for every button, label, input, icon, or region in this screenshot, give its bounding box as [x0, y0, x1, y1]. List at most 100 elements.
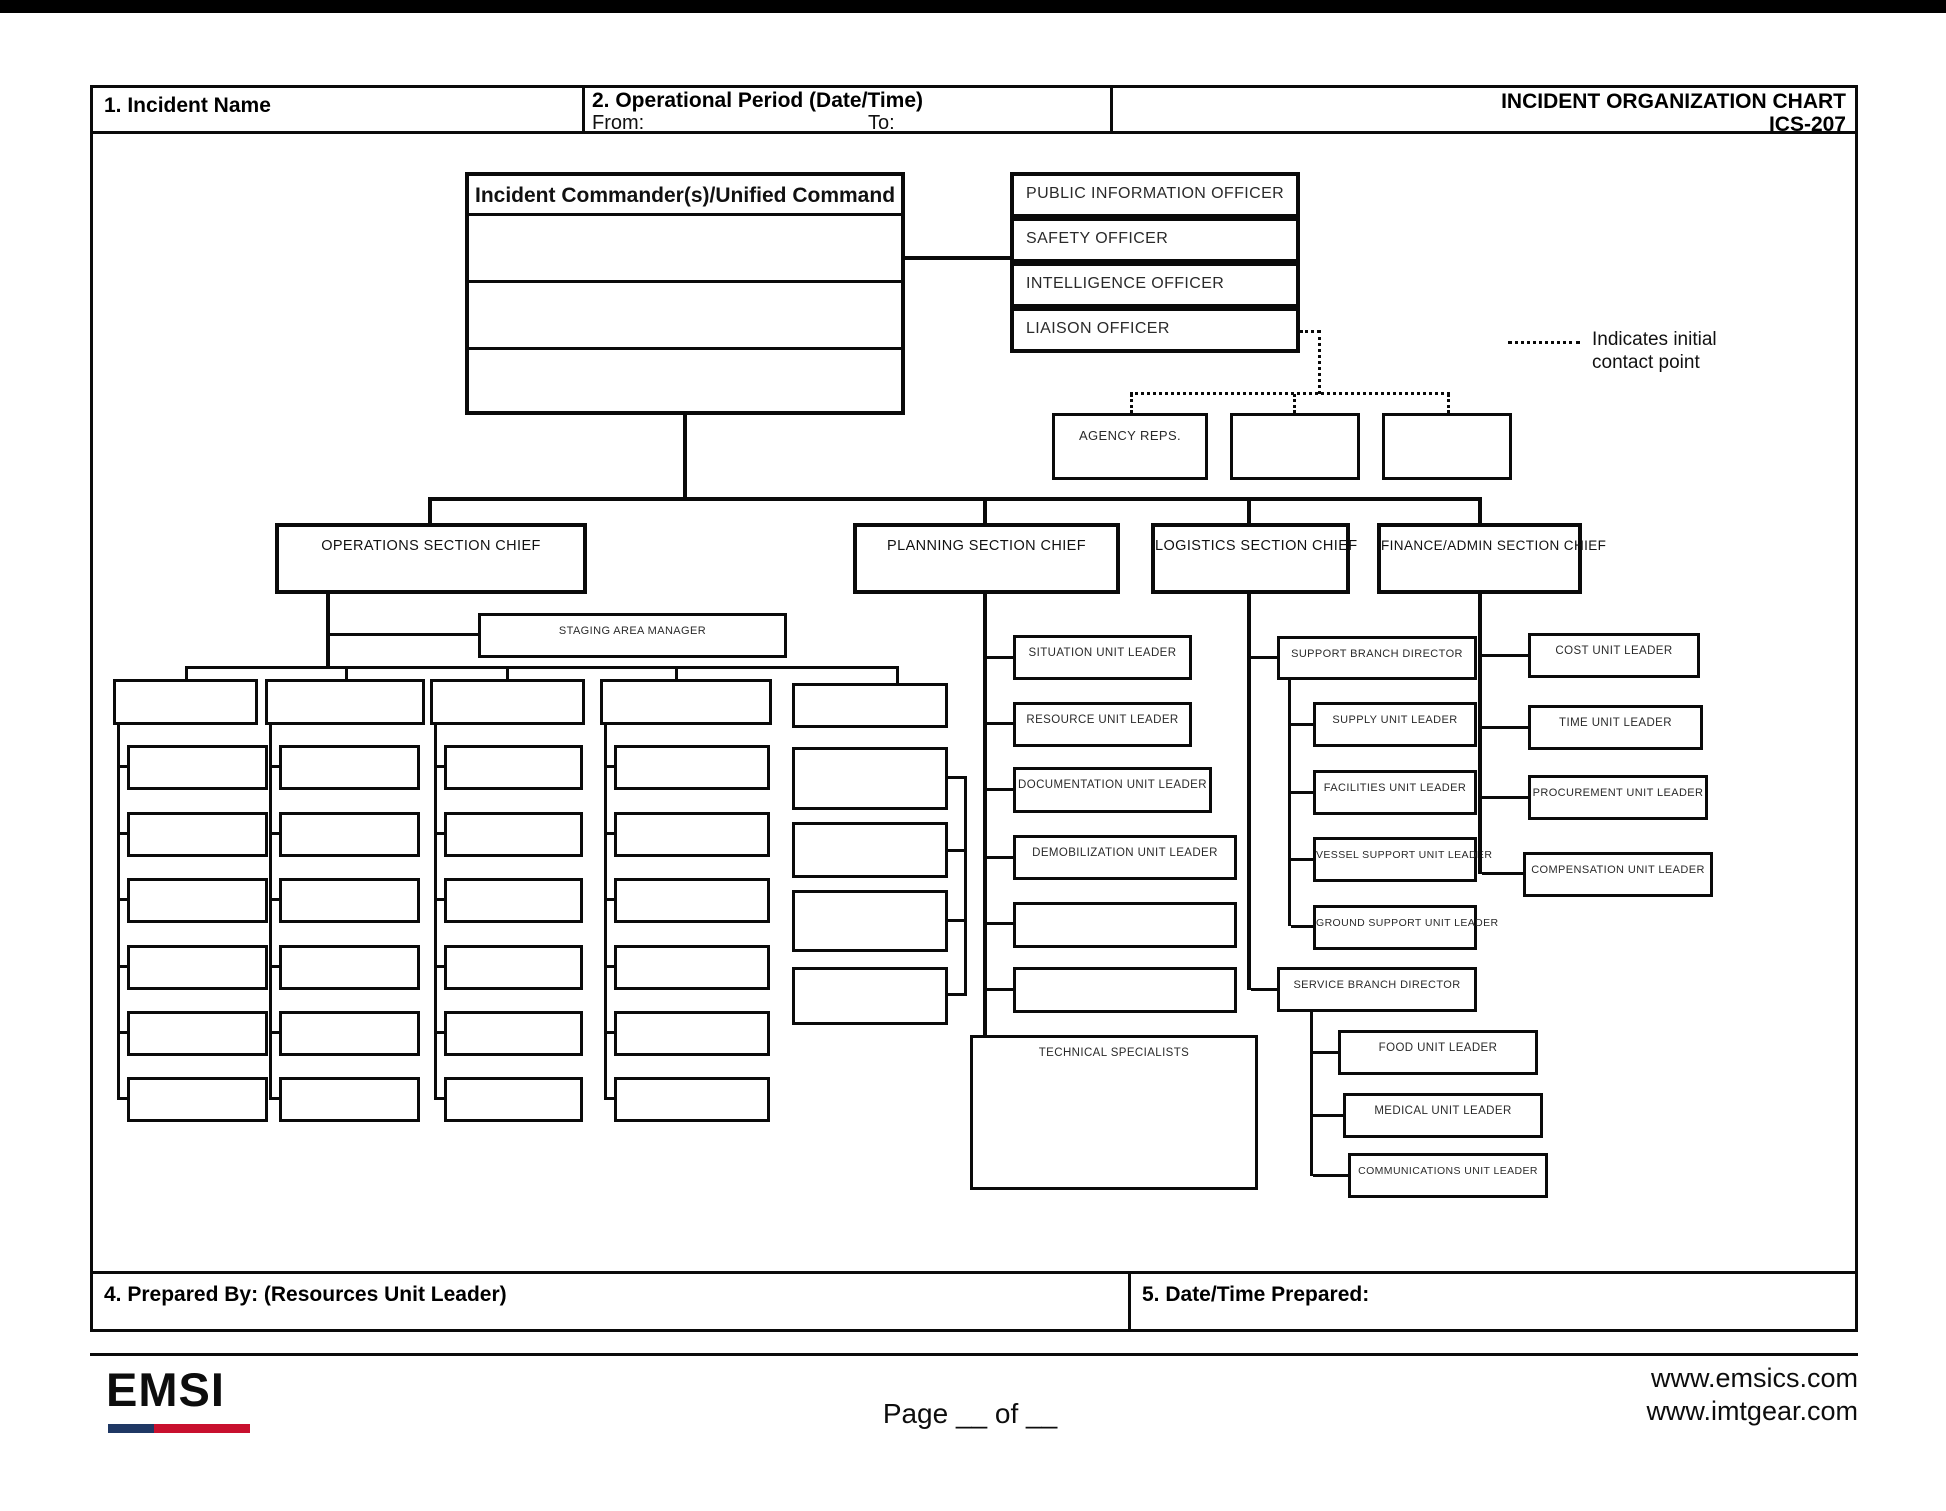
support-branch-stub	[1251, 656, 1277, 659]
to-label: To:	[868, 112, 895, 134]
ops-resource-box	[614, 812, 770, 857]
staging-stub	[330, 633, 478, 636]
header-divider	[90, 131, 1858, 134]
drop-finance	[1478, 497, 1482, 523]
ops-drop-2	[345, 666, 348, 679]
time-stub	[1482, 726, 1528, 729]
ops-resource-box	[444, 1011, 583, 1056]
ops-col3-stub-2	[434, 832, 444, 835]
dotted-drop-agency-3	[1447, 394, 1450, 413]
service-sub-vertical	[1310, 1012, 1313, 1176]
public-information-officer-label: PUBLIC INFORMATION OFFICER	[1026, 185, 1285, 202]
ops-col4-stub-3	[604, 898, 614, 901]
facilities-stub	[1291, 791, 1313, 794]
ops-resource-box	[127, 812, 268, 857]
ops-col1-stub-3	[117, 898, 127, 901]
footer-websites: www.emsics.com www.imtgear.com	[1400, 1362, 1858, 1428]
technical-specialists-box: TECHNICAL SPECIALISTS	[970, 1035, 1258, 1190]
ground-support-unit-box: GROUND SUPPORT UNIT LEADER	[1313, 905, 1499, 950]
incident-commander-box: Incident Commander(s)/Unified Command	[465, 172, 905, 415]
ops-resource-box	[279, 945, 420, 990]
support-branch-label: SUPPORT BRANCH DIRECTOR	[1291, 648, 1463, 660]
ops-resource-box	[127, 745, 268, 790]
incident-name-label: 1. Incident Name	[104, 94, 271, 117]
ops-resource-box	[614, 878, 770, 923]
legend-line-1: Indicates initial	[1592, 329, 1717, 350]
command-bus	[428, 497, 1482, 501]
service-branch-label: SERVICE BRANCH DIRECTOR	[1293, 979, 1461, 991]
situation-unit-box: SITUATION UNIT LEADER	[1013, 635, 1192, 680]
ops-col4-vertical	[604, 725, 607, 1100]
ground-support-unit-label: GROUND SUPPORT UNIT LEADER	[1316, 917, 1499, 929]
ops-col4-stub-2	[604, 832, 614, 835]
staging-area-manager-label: STAGING AREA MANAGER	[558, 625, 707, 637]
ops-col1-vertical	[117, 725, 120, 1100]
ops-col5-stub-2	[946, 849, 964, 852]
medical-stub	[1313, 1114, 1343, 1117]
demobilization-unit-box: DEMOBILIZATION UNIT LEADER	[1013, 835, 1237, 880]
dotted-drop-agency-2	[1293, 394, 1296, 413]
safety-officer-label: SAFETY OFFICER	[1026, 230, 1169, 247]
ops-division-header-1	[113, 679, 258, 725]
ops-resource-box	[444, 745, 583, 790]
ops-resource-box	[792, 967, 948, 1025]
finance-chief-label: FINANCE/ADMIN SECTION CHIEF	[1381, 538, 1607, 553]
ops-resource-box	[614, 1011, 770, 1056]
staging-area-manager-box: STAGING AREA MANAGER	[478, 613, 787, 658]
ic-officers-connector	[905, 256, 1010, 260]
legend-text: Indicates initial contact point	[1592, 328, 1717, 374]
planning-stub-2	[987, 722, 1013, 725]
from-label: From:	[592, 112, 645, 134]
ops-col2-vertical	[269, 725, 272, 1100]
resource-unit-box: RESOURCE UNIT LEADER	[1013, 702, 1192, 747]
ops-col1-stub-5	[117, 1031, 127, 1034]
emsi-logo-text: EMSI	[106, 1363, 225, 1416]
header-cell-divider-1	[582, 85, 585, 134]
ops-resource-box	[127, 878, 268, 923]
ops-division-header-2	[265, 679, 425, 725]
time-unit-box: TIME UNIT LEADER	[1528, 705, 1703, 750]
ops-resource-box	[127, 1077, 268, 1122]
legend-line-2: contact point	[1592, 352, 1700, 373]
ops-col5-stub-4	[946, 993, 964, 996]
ops-col2-stub-5	[269, 1031, 279, 1034]
medical-unit-box: MEDICAL UNIT LEADER	[1343, 1093, 1543, 1138]
header-cell-divider-2	[1110, 85, 1113, 134]
ops-resource-box	[279, 745, 420, 790]
ops-resource-box	[444, 945, 583, 990]
safety-officer-box: SAFETY OFFICER	[1010, 217, 1300, 263]
documentation-unit-box: DOCUMENTATION UNIT LEADER	[1013, 767, 1212, 813]
logistics-vertical	[1247, 594, 1251, 990]
ops-col5-vertical	[964, 776, 967, 996]
agency-blank-box-1	[1230, 413, 1360, 480]
ops-col3-stub-6	[434, 1097, 444, 1100]
page-of-label: Page __ of __	[882, 1398, 1058, 1429]
command-vertical	[683, 415, 687, 497]
demobilization-unit-label: DEMOBILIZATION UNIT LEADER	[1032, 847, 1218, 859]
emsi-logo: EMSI	[106, 1362, 225, 1417]
ground-stub	[1291, 925, 1313, 928]
communications-unit-label: COMMUNICATIONS UNIT LEADER	[1358, 1165, 1538, 1177]
footer-strip-divider	[90, 1271, 1858, 1274]
website-imtgear: www.imtgear.com	[1646, 1396, 1858, 1426]
footer-rule	[90, 1353, 1858, 1356]
drop-logistics	[1247, 497, 1251, 523]
website-emsics: www.emsics.com	[1650, 1363, 1858, 1393]
intelligence-officer-box: INTELLIGENCE OFFICER	[1010, 262, 1300, 308]
ops-resource-box	[444, 812, 583, 857]
food-stub	[1313, 1051, 1338, 1054]
operations-vertical	[326, 594, 330, 668]
compensation-unit-label: COMPENSATION UNIT LEADER	[1531, 864, 1705, 876]
planning-blank-unit-box-2	[1013, 967, 1237, 1013]
planning-stub-3	[987, 788, 1013, 791]
ops-col4-stub-5	[604, 1031, 614, 1034]
legend-dotted-sample	[1508, 341, 1580, 344]
supply-unit-box: SUPPLY UNIT LEADER	[1313, 702, 1477, 747]
ops-col2-stub-3	[269, 898, 279, 901]
medical-unit-label: MEDICAL UNIT LEADER	[1374, 1105, 1512, 1117]
ops-col2-stub-1	[269, 765, 279, 768]
planning-vertical	[983, 594, 987, 1035]
ops-resource-box	[279, 878, 420, 923]
ops-col2-stub-2	[269, 832, 279, 835]
